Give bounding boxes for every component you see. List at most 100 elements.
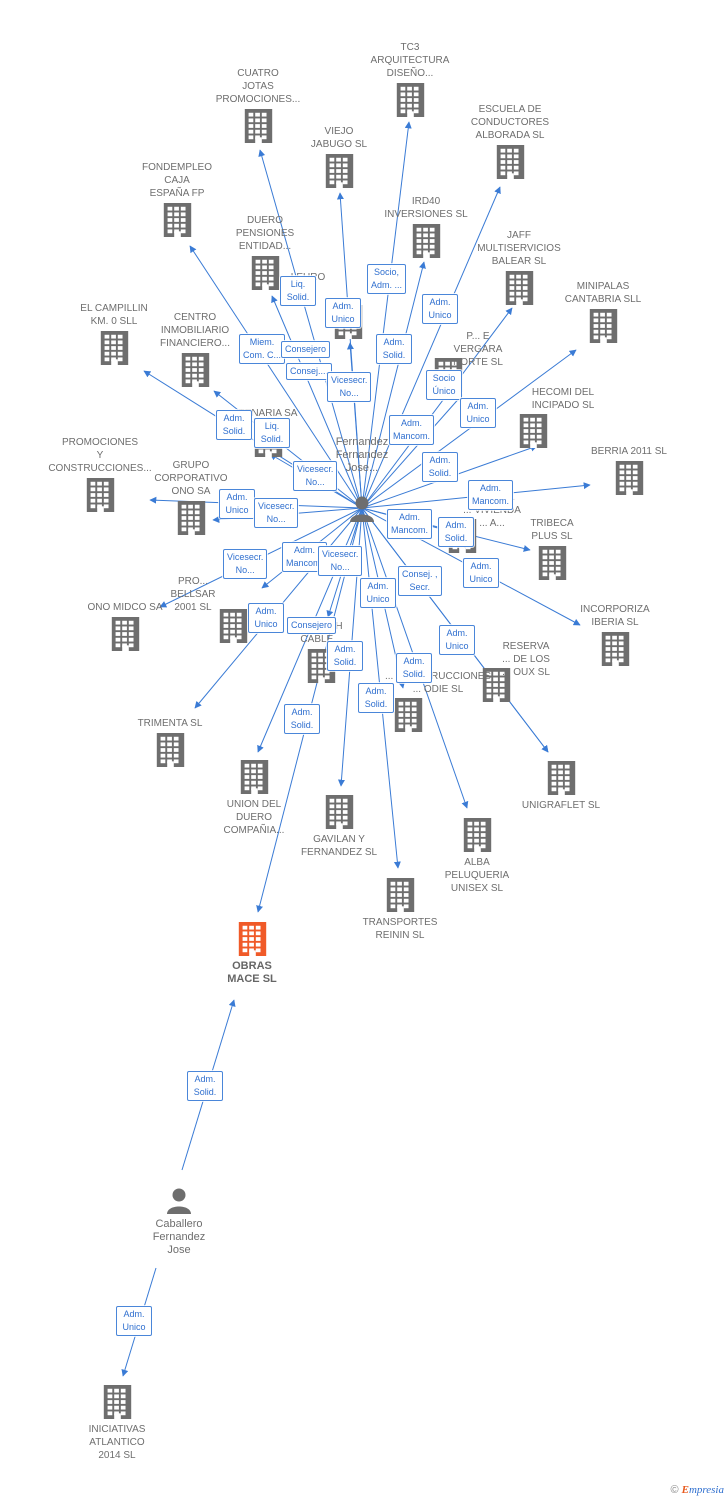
- relation-label-r_socio1[interactable]: Socio, Adm. ...: [367, 264, 407, 294]
- relation-label-r_admu8[interactable]: Adm. Unico: [439, 625, 475, 655]
- node-fondempleo[interactable]: FONDEMPLEO CAJA ESPAÑA FP: [102, 161, 252, 237]
- relation-label-r_admsol8[interactable]: Adm. Solid.: [284, 704, 320, 734]
- relation-label-r_admu5[interactable]: Adm. Unico: [360, 578, 396, 608]
- relation-label-r_admsol4[interactable]: Adm. Solid.: [438, 517, 474, 547]
- relation-label-r_admu6[interactable]: Adm. Unico: [463, 558, 499, 588]
- relation-label-r_admu7[interactable]: Adm. Unico: [248, 603, 284, 633]
- node-grupo[interactable]: GRUPO CORPORATIVO ONO SA: [116, 459, 266, 535]
- building-icon: [251, 256, 280, 294]
- relation-label-r_mancom1[interactable]: Adm. Mancom.: [389, 415, 435, 445]
- building-icon: [496, 145, 525, 183]
- relation-label-r_mancom3[interactable]: Adm. Mancom.: [387, 509, 433, 539]
- building-icon: [325, 154, 354, 192]
- node-tribeca[interactable]: TRIBECA PLUS SL: [477, 517, 627, 580]
- edge-person_center-leuro: [346, 342, 363, 509]
- node-escuela[interactable]: ESCUELA DE CONDUCTORES ALBORADA SL: [435, 103, 585, 179]
- building-icon: [103, 1385, 132, 1423]
- node-tc3[interactable]: TC3 ARQUITECTURA DISEÑO...: [335, 41, 485, 117]
- node-centro[interactable]: CENTRO INMOBILIARIO FINANCIERO...: [120, 311, 270, 387]
- node-label: CENTRO INMOBILIARIO FINANCIERO...: [159, 312, 230, 349]
- relation-label-r_vicesec5[interactable]: Vicesecr. No...: [318, 546, 363, 576]
- relation-label-r_admsol2[interactable]: Adm. Solid.: [216, 410, 252, 440]
- relation-label-r_consej2[interactable]: Consej....: [286, 363, 333, 380]
- node-iniciativas[interactable]: INICIATIVAS ATLANTICO 2014 SL: [42, 1385, 192, 1462]
- relation-label-r_admsol5[interactable]: Adm. Solid.: [327, 641, 363, 671]
- node-alba[interactable]: ALBA PELUQUERIA UNISEX SL: [402, 818, 552, 895]
- building-icon: [394, 698, 423, 736]
- node-label: ONO MIDCO SA: [87, 602, 163, 613]
- relation-label-r_admsol3[interactable]: Adm. Solid.: [422, 452, 458, 482]
- relation-label-r_admu_inic[interactable]: Adm. Unico: [116, 1306, 152, 1336]
- edge-person_center-escuela: [361, 186, 501, 509]
- building-icon: [482, 668, 511, 706]
- relation-label-r_socunico[interactable]: Socio Único: [426, 370, 462, 400]
- node-label: GAVILAN Y FERNANDEZ SL: [300, 834, 378, 858]
- node-label: BERRIA 2011 SL: [591, 446, 667, 457]
- relation-label-r_consej1[interactable]: Consejero: [281, 341, 331, 358]
- node-promociones[interactable]: PROMOCIONES Y CONSTRUCCIONES...: [25, 436, 175, 512]
- node-label: TENARIA SA: [238, 408, 298, 419]
- edge-person_center-cuatro: [258, 149, 363, 509]
- building-icon: [100, 331, 129, 369]
- node-label: OBRAS MACE SL: [227, 960, 277, 985]
- node-minipalas[interactable]: MINIPALAS CANTABRIA SLL: [528, 280, 678, 343]
- relation-label-r_vicesec3[interactable]: Vicesecr. No...: [254, 498, 299, 528]
- relation-label-r_admu4[interactable]: Adm. Unico: [219, 489, 255, 519]
- edge-person_center-jaff: [361, 307, 513, 509]
- node-berria[interactable]: BERRIA 2011 SL: [554, 445, 704, 495]
- edge-person_center-tc3: [361, 121, 412, 509]
- node-label: VIEJO JABUGO SL: [310, 126, 368, 150]
- building-icon: [615, 461, 644, 499]
- relation-label-r_miem[interactable]: Miem. Com. C...: [239, 334, 286, 364]
- node-label: DUERO PENSIONES ENTIDAD...: [235, 215, 295, 252]
- relation-label-r_liq2[interactable]: Liq. Solid.: [254, 418, 290, 448]
- node-label: Fernandez Fernandez Jose...: [335, 436, 389, 474]
- relation-label-r_admsol1[interactable]: Adm. Solid.: [376, 334, 412, 364]
- brand-initial: E: [681, 1484, 689, 1496]
- relation-label-r_liq1[interactable]: Liq. Solid.: [280, 276, 316, 306]
- relation-label-r_vicesec1[interactable]: Vicesecr. No...: [327, 372, 372, 402]
- node-duero_pen[interactable]: DUERO PENSIONES ENTIDAD...: [190, 214, 340, 290]
- relation-label-r_consejsec[interactable]: Consej. , Secr.: [398, 566, 442, 596]
- copyright-symbol: ©: [670, 1484, 679, 1496]
- relation-label-r_consej3[interactable]: Consejero: [287, 617, 337, 634]
- relation-label-r_admsol_obras[interactable]: Adm. Solid.: [187, 1071, 223, 1101]
- person-icon: [348, 494, 376, 526]
- node-unigraflet[interactable]: UNIGRAFLET SL: [486, 761, 636, 812]
- building-icon: [505, 271, 534, 309]
- relation-label-r_mancom2[interactable]: Adm. Mancom.: [468, 480, 514, 510]
- node-label: IRD40 INVERSIONES SL: [384, 196, 468, 220]
- building-icon: [240, 760, 269, 798]
- node-incorporiza[interactable]: INCORPORIZA IBERIA SL: [540, 603, 690, 666]
- building-icon: [307, 649, 336, 687]
- node-cuatro[interactable]: CUATRO JOTAS PROMOCIONES...: [183, 67, 333, 143]
- building-icon: [519, 414, 548, 452]
- node-label: UNION DEL DUERO COMPAÑIA...: [223, 799, 285, 836]
- relation-label-r_admsol6[interactable]: Adm. Solid.: [396, 653, 432, 683]
- relation-label-r_admu3[interactable]: Adm. Unico: [460, 398, 496, 428]
- node-viejo[interactable]: VIEJO JABUGO SL: [264, 125, 414, 188]
- node-label: Caballero Fernandez Jose: [152, 1218, 206, 1256]
- node-obras[interactable]: OBRAS MACE SL: [177, 922, 327, 986]
- building-icon: [547, 761, 576, 799]
- node-label: JAFF MULTISERVICIOS BALEAR SL: [477, 230, 561, 267]
- node-caballero[interactable]: Caballero Fernandez Jose: [104, 1186, 254, 1257]
- building-icon: [163, 203, 192, 241]
- node-campillin[interactable]: EL CAMPILLIN KM. 0 SLL: [39, 302, 189, 365]
- node-label: FONDEMPLEO CAJA ESPAÑA FP: [141, 162, 212, 199]
- node-union[interactable]: UNION DEL DUERO COMPAÑIA...: [179, 760, 329, 837]
- relation-label-r_vicesec2[interactable]: Vicesecr. No...: [293, 461, 338, 491]
- node-ono_midco[interactable]: ONO MIDCO SA: [50, 601, 200, 651]
- node-ird40[interactable]: IRD40 INVERSIONES SL: [351, 195, 501, 258]
- node-trimenta[interactable]: TRIMENTA SL: [95, 717, 245, 767]
- relation-label-r_admu1[interactable]: Adm. Unico: [325, 298, 361, 328]
- relation-label-r_admsol7[interactable]: Adm. Solid.: [358, 683, 394, 713]
- node-label: CUATRO JOTAS PROMOCIONES...: [215, 68, 301, 105]
- node-jaff[interactable]: JAFF MULTISERVICIOS BALEAR SL: [444, 229, 594, 305]
- relation-label-r_admu2[interactable]: Adm. Unico: [422, 294, 458, 324]
- node-label: TRANSPORTES REININ SL: [362, 917, 438, 941]
- node-transportes[interactable]: TRANSPORTES REININ SL: [325, 878, 475, 942]
- node-gavilan[interactable]: GAVILAN Y FERNANDEZ SL: [264, 795, 414, 859]
- relation-label-r_vicesec4[interactable]: Vicesecr. No...: [223, 549, 268, 579]
